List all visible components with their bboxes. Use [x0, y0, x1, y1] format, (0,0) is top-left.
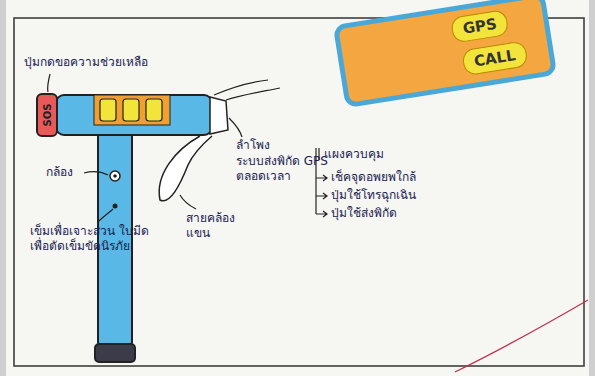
annotation: เช็คจุดอพยพใกล้ [331, 170, 471, 185]
panel-button: CALL [461, 40, 528, 76]
paper [6, 0, 589, 376]
button-text: GPS [462, 15, 499, 38]
button-text: CALL [473, 46, 517, 70]
camera-dot [113, 174, 117, 178]
panel-button: GPS [450, 9, 509, 43]
sos-cap: SOS [36, 93, 58, 137]
speaker-end [210, 97, 228, 134]
button [123, 99, 139, 121]
sos-text: SOS [42, 104, 53, 127]
leader-line [84, 172, 108, 175]
grip [95, 344, 135, 362]
list-arrow [316, 193, 327, 199]
camera-lens [110, 171, 120, 181]
annotation: กล้อง [46, 165, 86, 180]
annotation: เข็มเพื่อเจาะส่วน ใบมีดเพื่อตัดเข็มขัดนิ… [30, 224, 150, 254]
frame [14, 18, 584, 366]
hammer-head [56, 95, 212, 135]
control-panel: GPS CALL [333, 0, 558, 108]
annotation: ปุ่มใช้โทรฉุกเฉิน [331, 188, 471, 203]
annotation: แผงควบคุม [324, 147, 424, 162]
annotation: ปุ่มกดขอความช่วยเหลือ [24, 55, 204, 70]
annotation: ลำโพง [236, 138, 296, 153]
leader-line [214, 80, 268, 95]
leader-line [229, 118, 242, 137]
leader-line [48, 74, 50, 92]
leader-line [98, 209, 113, 222]
pin-dot [113, 204, 118, 209]
button [100, 99, 116, 121]
button [146, 99, 162, 121]
button-base [94, 95, 170, 125]
annotation: สายคล้องแขน [186, 211, 246, 241]
leader-line [226, 88, 280, 100]
arm-strap [159, 136, 212, 201]
annotation: ปุ่มใช้ส่งพิกัด [331, 206, 471, 221]
pen-stroke [455, 300, 588, 372]
list-arrow [316, 175, 327, 181]
list-arrow [316, 211, 327, 217]
annotation: ระบบส่งพิกัด GPS ตลอดเวลา [236, 154, 328, 184]
leader-line [180, 195, 196, 209]
